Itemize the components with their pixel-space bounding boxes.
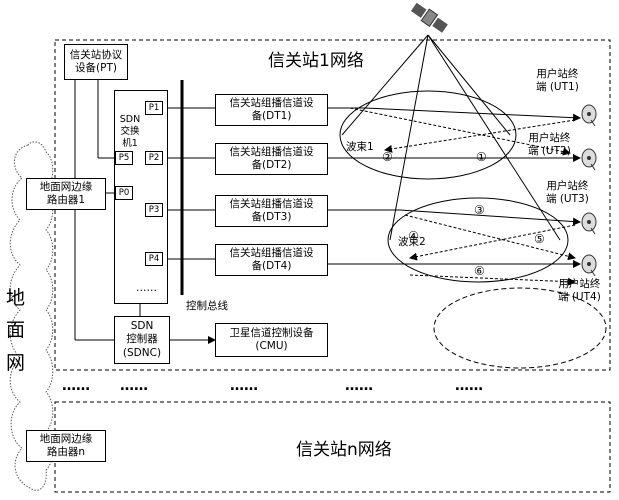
- port-p4: P4: [145, 252, 163, 266]
- port-p0: P0: [115, 186, 133, 200]
- gateway-1-title: 信关站1网络: [268, 51, 364, 71]
- separator-dots: ……: [345, 378, 373, 394]
- protocol-device-pt: 信关站协议 设备(PT): [64, 44, 128, 80]
- port-p2: P2: [145, 151, 163, 165]
- multicast-device-dt2: 信关站组播信道设 备(DT2): [215, 143, 328, 175]
- path-3-label: ③: [474, 203, 485, 217]
- beam-4-ellipse: [433, 287, 607, 369]
- path-2-label: ②: [382, 150, 393, 164]
- separator-dots: ……: [455, 378, 483, 394]
- path-5-label: ⑤: [534, 232, 545, 246]
- ground-network-label: 地 面 网: [6, 287, 26, 374]
- port-p3: P3: [145, 203, 163, 217]
- switch-more-ports: ……: [136, 282, 157, 294]
- beam-1-label: 波束1: [346, 141, 374, 153]
- edge-router-n: 地面网边缘 路由器n: [26, 430, 106, 462]
- separator-dots: ……: [230, 378, 258, 394]
- multicast-device-dt1: 信关站组播信道设 备(DT1): [215, 94, 328, 126]
- dish-icon: [581, 254, 597, 277]
- path-1-label: ①: [476, 150, 487, 164]
- beam-2-ellipse: [387, 197, 569, 283]
- beam-2-label: 波束2: [398, 236, 426, 248]
- port-p5: P5: [115, 151, 133, 165]
- satellite-channel-control-cmu: 卫星信道控制设备 (CMU): [215, 323, 328, 357]
- user-terminal-ut4: 用户站终 端 (UT4): [558, 278, 601, 304]
- multicast-device-dt3: 信关站组播信道设 备(DT3): [215, 195, 328, 227]
- port-p1: P1: [145, 101, 163, 115]
- user-terminal-ut3: 用户站终 端 (UT3): [546, 180, 589, 206]
- dish-icon: [581, 212, 597, 235]
- ground-network-cloud: [9, 141, 54, 491]
- dish-icon: [581, 148, 597, 171]
- user-terminal-ut2: 用户站终 端 (UT2): [528, 132, 571, 158]
- dish-icon: [581, 104, 597, 127]
- separator-dots: ……: [120, 378, 148, 394]
- path-6-label: ⑥: [474, 264, 485, 278]
- sdn-switch-label: SDN 交换机1: [119, 114, 141, 149]
- control-bus-label: 控制总线: [186, 300, 228, 312]
- sdn-controller: SDN 控制器 (SDNC): [114, 316, 170, 364]
- gateway-n-title: 信关站n网络: [296, 440, 392, 460]
- separator-dots: ……: [62, 378, 90, 394]
- edge-router-1: 地面网边缘 路由器1: [26, 178, 106, 210]
- user-terminal-ut1: 用户站终 端 (UT1): [536, 68, 579, 94]
- path-4-label: ④: [408, 229, 419, 243]
- multicast-device-dt4: 信关站组播信道设 备(DT4): [215, 244, 328, 276]
- beam-1-ellipse: [339, 90, 517, 180]
